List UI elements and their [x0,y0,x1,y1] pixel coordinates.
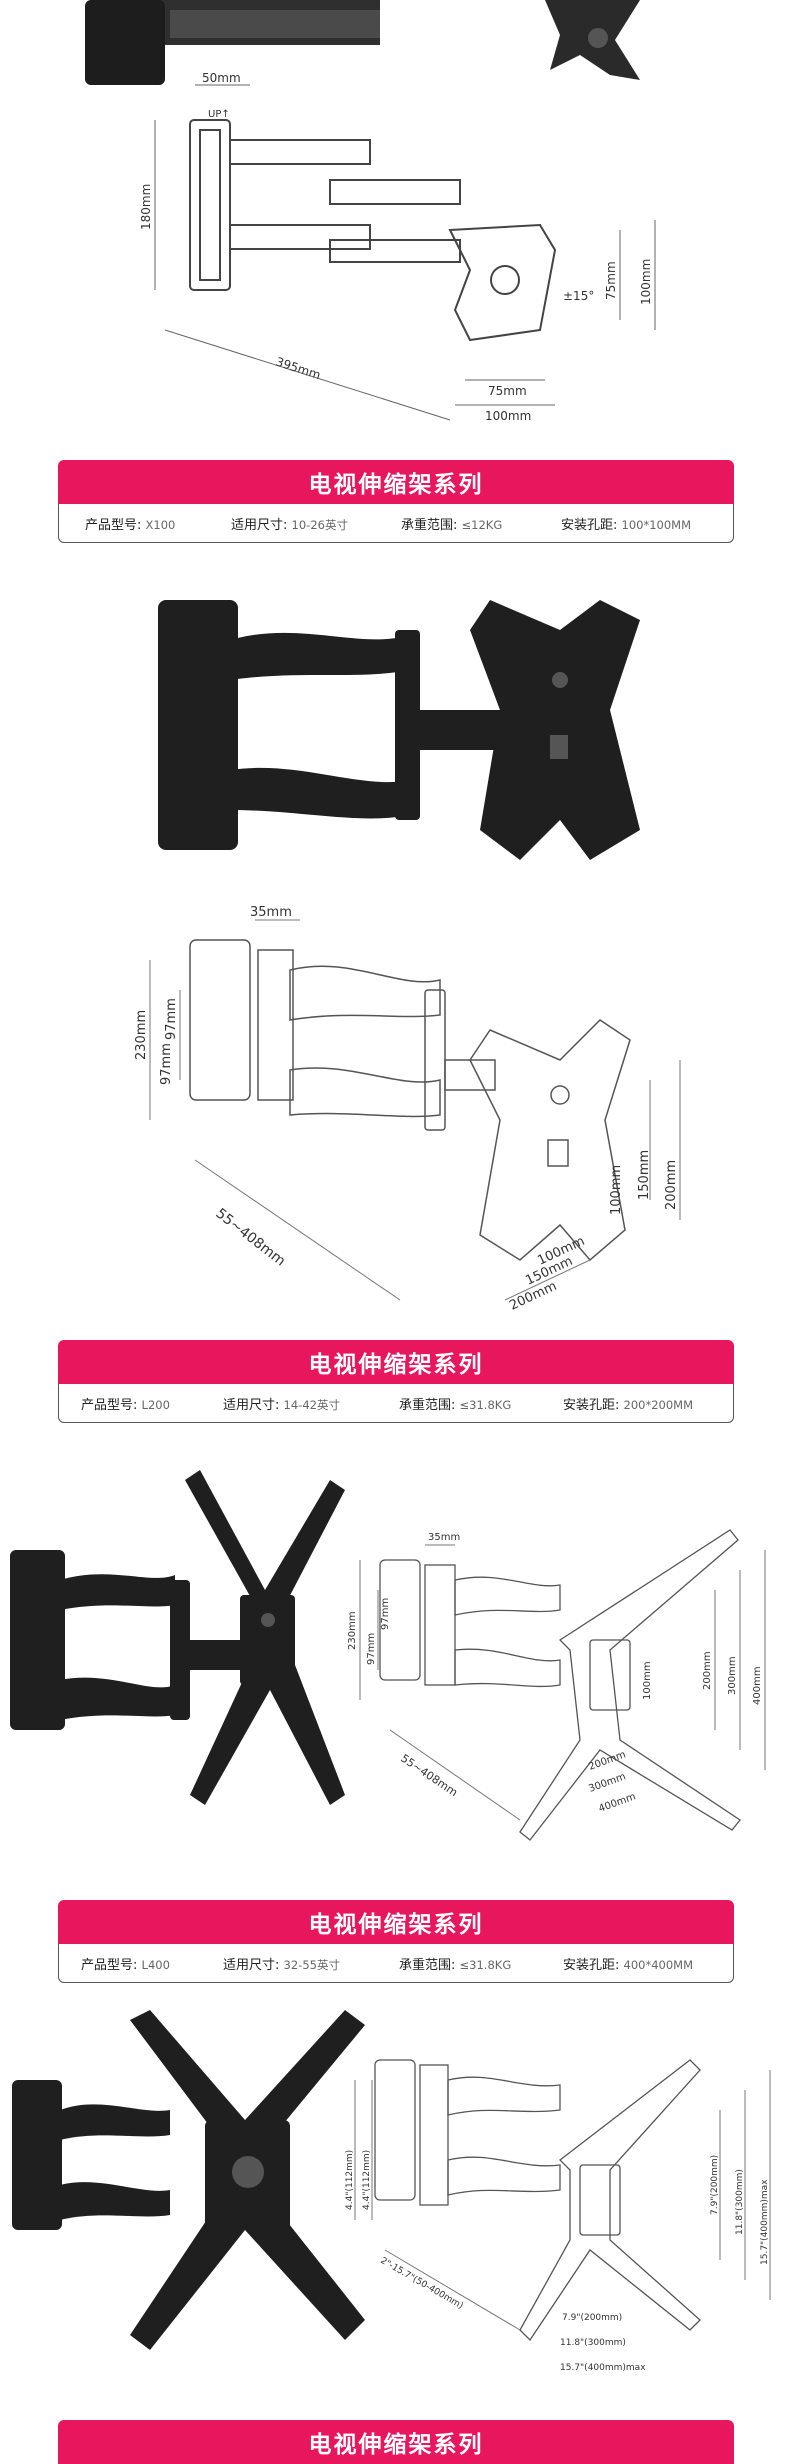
x100-spec-row: 产品型号: X100 适用尺寸: 10-26英寸 承重范围: ≤12KG 安装孔… [58,504,734,543]
l400-spec-vesa: 安装孔距: 400*400MM [563,1958,694,1973]
l200-series-title-bar: 电视伸缩架系列 [58,1340,734,1384]
l400-spec-banner: 电视伸缩架系列 产品型号: L400 适用尺寸: 32-55英寸 承重范围: ≤… [58,1900,734,1984]
product-section-l400: 35mm 230mm 97mm 97mm 55~408mm 100mm 200m… [0,1440,790,2000]
l400-dim-7: 200mm [702,1651,713,1690]
l400-dim-8: 300mm [727,1656,738,1695]
x100-spec-model: 产品型号: X100 [85,518,176,533]
fourth-series-title: 电视伸缩架系列 [308,2432,484,2458]
x100-spec-banner: 电视伸缩架系列 产品型号: X100 适用尺寸: 10-26英寸 承重范围: ≤… [58,460,734,544]
x100-illustration: 50mm UP↑ 180mm 395mm ±15° 75mm 100mm 75m… [85,0,656,423]
l400-dim-5: 55~408mm [398,1752,460,1799]
l200-dim-6: 100mm [609,1165,624,1215]
fourth-dim-1: 4.4"(112mm) [345,2150,355,2210]
l200-spec-model: 产品型号: L200 [81,1398,170,1413]
fourth-photo [12,2010,365,2350]
l400-series-title-bar: 电视伸缩架系列 [58,1900,734,1944]
product-section-l200: 35mm 230mm 97mm 97mm 55~408mm 100mm 150m… [0,560,790,1440]
l200-spec-banner: 电视伸缩架系列 产品型号: L200 适用尺寸: 14-42英寸 承重范围: ≤… [58,1340,734,1424]
l400-dim-9: 400mm [752,1666,763,1705]
l200-spec-load: 承重范围: ≤31.8KG [399,1398,512,1413]
x100-dim-7: 100mm [485,409,531,423]
l200-dim-4: 97mm [164,998,179,1040]
x100-dim-up: UP↑ [208,109,230,120]
l200-dim-7: 150mm [637,1150,652,1200]
l400-dim-6: 100mm [642,1661,653,1700]
x100-dim-3: 395mm [274,355,322,383]
l200-photo [158,600,640,860]
l200-spec-vesa: 安装孔距: 200*200MM [563,1398,694,1413]
x100-dim-8: ±15° [563,289,594,303]
l200-spec-size: 适用尺寸: 14-42英寸 [223,1398,340,1413]
fourth-spec-banner: 电视伸缩架系列 [58,2420,734,2464]
l400-dim-3: 97mm [366,1633,377,1665]
l400-spec-row: 产品型号: L400 适用尺寸: 32-55英寸 承重范围: ≤31.8KG 安… [58,1944,734,1983]
l400-illustration: 35mm 230mm 97mm 97mm 55~408mm 100mm 200m… [10,1470,766,1841]
fourth-dim-7: 7.9"(200mm) [562,2313,622,2323]
l400-dim-11: 300mm [587,1771,627,1795]
x100-spec-size: 适用尺寸: 10-26英寸 [231,518,348,533]
l400-spec-size: 适用尺寸: 32-55英寸 [223,1958,340,1973]
x100-dim-2: 180mm [139,184,153,230]
l200-dim-3: 97mm [159,1043,174,1085]
fourth-dim-9: 15.7"(400mm)max [560,2363,646,2373]
l200-dim-8: 200mm [664,1160,679,1210]
fourth-dim-3: 2"-15.7"(50-400mm) [379,2256,465,2312]
fourth-dim-4: 7.9"(200mm) [710,2155,720,2215]
x100-spec-load: 承重范围: ≤12KG [401,518,503,533]
fourth-illustration: 4.4"(112mm) 4.4"(112mm) 2"-15.7"(50-400m… [12,2010,771,2373]
l400-photo [10,1470,345,1805]
product-section-x100: 50mm UP↑ 180mm 395mm ±15° 75mm 100mm 75m… [0,0,790,560]
x100-dim-6: 75mm [488,384,527,398]
fourth-dim-2: 4.4"(112mm) [362,2150,372,2210]
fourth-dim-6: 15.7"(400mm)max [760,2179,770,2265]
l400-dim-4: 97mm [380,1598,391,1630]
x100-dim-5: 100mm [639,259,653,305]
fourth-dim-8: 11.8"(300mm) [560,2338,626,2348]
l400-dim-2: 230mm [347,1611,358,1650]
l400-spec-model: 产品型号: L400 [81,1958,170,1973]
l200-dim-2: 230mm [134,1010,149,1060]
fourth-series-title-bar: 电视伸缩架系列 [58,2420,734,2464]
l200-spec-row: 产品型号: L200 适用尺寸: 14-42英寸 承重范围: ≤31.8KG 安… [58,1384,734,1423]
l400-series-title: 电视伸缩架系列 [308,1912,484,1938]
l400-spec-load: 承重范围: ≤31.8KG [399,1958,512,1973]
fourth-dim-5: 11.8"(300mm) [735,2169,745,2235]
l400-dim-10: 200mm [587,1749,627,1773]
l400-dim-12: 400mm [597,1791,637,1815]
l200-illustration: 35mm 230mm 97mm 97mm 55~408mm 100mm 150m… [134,600,681,1314]
l200-series-title: 电视伸缩架系列 [308,1352,484,1378]
l200-dim-1: 35mm [250,905,292,920]
product-section-fourth: 4.4"(112mm) 4.4"(112mm) 2"-15.7"(50-400m… [0,2000,790,2464]
l400-dim-1: 35mm [428,1532,460,1543]
x100-dim-4: 75mm [604,261,618,300]
l200-dim-5: 55~408mm [213,1206,289,1270]
x100-series-title: 电视伸缩架系列 [308,472,484,498]
x100-dim-1: 50mm [202,71,241,85]
x100-spec-vesa: 安装孔距: 100*100MM [561,518,692,533]
x100-series-title-bar: 电视伸缩架系列 [58,460,734,504]
